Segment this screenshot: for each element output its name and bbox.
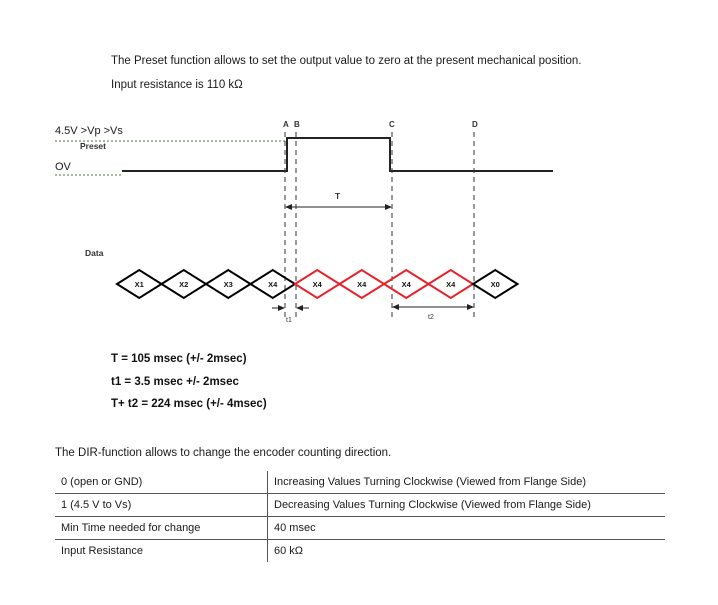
period-label: T: [335, 191, 341, 201]
preset-label: Preset: [80, 141, 106, 151]
high-level-label: 4.5V >Vp >Vs: [55, 125, 123, 137]
data-cell-label: X4: [357, 280, 367, 289]
table-row: Min Time needed for change 40 msec: [55, 516, 665, 540]
marker-d: D: [472, 120, 478, 129]
data-label: Data: [85, 248, 104, 258]
dir-description: The DIR-function allows to change the en…: [55, 447, 392, 459]
preset-description: The Preset function allows to set the ou…: [111, 55, 582, 67]
spec-t: T = 105 msec (+/- 2msec): [111, 353, 247, 365]
condition-cell: Min Time needed for change: [55, 516, 268, 540]
data-cell-label: X4: [402, 280, 412, 289]
high-level-text: 4.5V >Vp >Vs: [55, 125, 123, 137]
value-cell: 40 msec: [267, 516, 665, 540]
value-cell: 60 kΩ: [267, 539, 665, 562]
data-cell-label: X0: [491, 280, 500, 289]
timing-diagram: A B C D T X1 X2 X3 X4 X4 X4 X4 X4 X0 t1 t2: [55, 120, 553, 324]
low-level-label: OV: [55, 161, 71, 173]
condition-cell: 1 (4.5 V to Vs): [55, 493, 268, 517]
data-cell-diamond: [471, 268, 520, 300]
marker-a: A: [283, 120, 289, 129]
condition-cell: Input Resistance: [55, 539, 268, 562]
condition-cell: 0 (open or GND): [55, 471, 268, 494]
input-resistance-note: Input resistance is 110 kΩ: [111, 79, 243, 91]
data-cell-label: X2: [179, 280, 188, 289]
marker-c: C: [389, 120, 395, 129]
data-cell-label: X4: [446, 280, 456, 289]
t1-label: t1: [286, 317, 292, 324]
data-cell-label: X3: [224, 280, 233, 289]
value-cell: Increasing Values Turning Clockwise (Vie…: [274, 475, 587, 488]
spec-t1: t1 = 3.5 msec +/- 2msec: [111, 376, 239, 388]
dir-table: 0 (open or GND) Increasing Values Turnin…: [55, 471, 665, 562]
value-cell: Decreasing Values Turning Clockwise (Vie…: [267, 493, 665, 517]
marker-b: B: [294, 120, 300, 129]
data-cells: X1 X2 X3 X4 X4 X4 X4 X4 X0: [115, 268, 520, 300]
table-row: 0 (open or GND) Increasing Values Turnin…: [55, 471, 665, 494]
data-cell-label: X4: [313, 280, 323, 289]
spec-t2: T+ t2 = 224 msec (+/- 4msec): [111, 398, 267, 410]
preset-waveform: [122, 137, 553, 172]
table-row: Input Resistance 60 kΩ: [55, 539, 665, 562]
t2-label: t2: [428, 314, 434, 321]
data-cell-label: X4: [268, 280, 278, 289]
data-cell-label: X1: [135, 280, 144, 289]
table-row: 1 (4.5 V to Vs) Decreasing Values Turnin…: [55, 493, 665, 517]
